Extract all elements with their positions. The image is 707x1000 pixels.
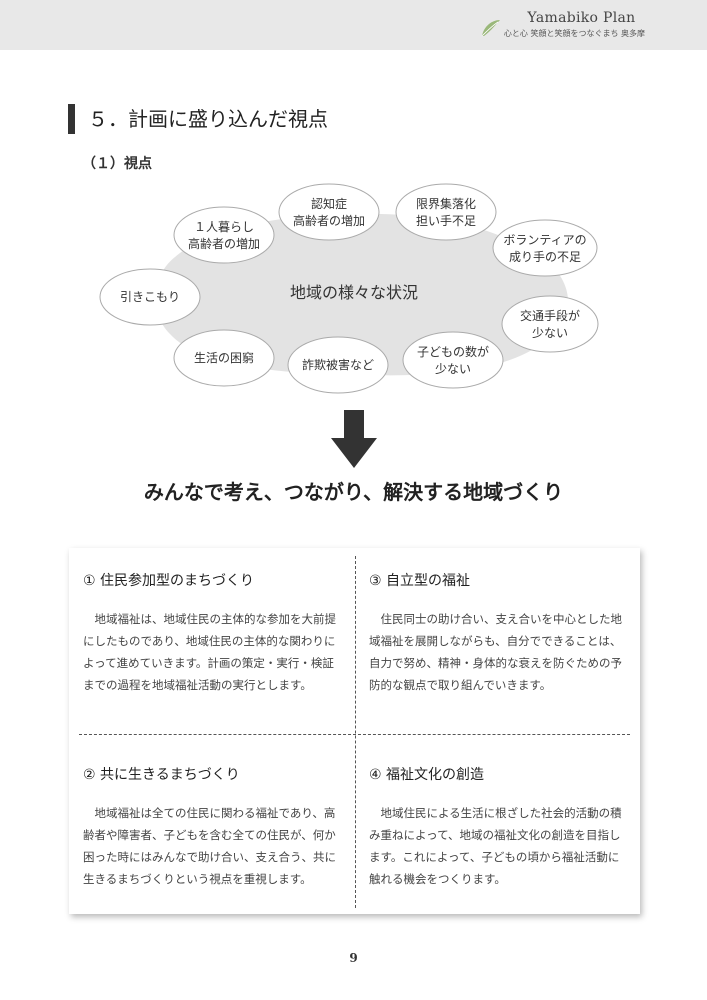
svg-text:少ない: 少ない (435, 362, 471, 376)
section-title: ５．計画に盛り込んだ視点 (88, 107, 328, 131)
svg-text:成り手の不足: 成り手の不足 (509, 250, 581, 264)
situation-diagram: 地域の様々な状況 １人暮らし 高齢者の増加 認知症 高齢者の増加 限界集落化 担… (99, 183, 599, 394)
svg-text:高齢者の増加: 高齢者の増加 (188, 236, 260, 251)
horizontal-divider (79, 734, 630, 735)
svg-text:生活の困窮: 生活の困窮 (194, 350, 254, 365)
sub-title: （１）視点 (82, 156, 152, 172)
page-number: 9 (349, 951, 358, 965)
quadrant-title: ② 共に生きるまちづくり (83, 767, 240, 783)
quadrant-body: 地域福祉は、地域住民の主体的な参加を大前提にしたものであり、地域住民の主体的な関… (83, 612, 336, 692)
header-band: Yamabiko Plan 心と心 笑顔と笑顔をつなぐまち 奥多摩 (0, 0, 707, 50)
quadrant-living-together: ② 共に生きるまちづくり 地域福祉は全ての住民に関わる福祉であり、高齢者や障害者… (83, 764, 339, 890)
svg-text:交通手段が: 交通手段が (520, 308, 580, 323)
bubble: 子どもの数が 少ない (402, 331, 504, 389)
svg-text:少ない: 少ない (532, 326, 568, 340)
viewpoints-panel: ① 住民参加型のまちづくり 地域福祉は、地域住民の主体的な参加を大前提にしたもの… (69, 548, 640, 914)
bubble: 詐欺被害など (287, 336, 389, 394)
svg-text:限界集落化: 限界集落化 (416, 196, 476, 211)
svg-text:詐欺被害など: 詐欺被害など (302, 357, 374, 372)
slogan: みんなで考え、つながり、解決する地域づくり (143, 480, 564, 504)
down-arrow-icon (331, 410, 377, 468)
svg-text:ボランティアの: ボランティアの (503, 233, 586, 247)
bubble: 交通手段が 少ない (501, 295, 599, 353)
brand-subtitle: 心と心 笑顔と笑顔をつなぐまち 奥多摩 (503, 29, 645, 38)
bubble: ボランティアの 成り手の不足 (492, 219, 598, 277)
svg-text:担い手不足: 担い手不足 (416, 214, 476, 228)
quadrant-welfare-culture: ④ 福祉文化の創造 地域住民による生活に根ざした社会的活動の積み重ねによって、地… (369, 764, 625, 890)
bubble: 認知症 高齢者の増加 (278, 183, 380, 241)
svg-text:１人暮らし: １人暮らし (194, 220, 254, 234)
leaf-icon (481, 20, 500, 37)
quadrant-body: 地域福祉は全ての住民に関わる福祉であり、高齢者や障害者、子どもを含む全ての住民が… (83, 806, 336, 886)
section-marker (68, 104, 75, 134)
quadrant-title: ① 住民参加型のまちづくり (83, 573, 255, 589)
quadrant-self-reliant-welfare: ③ 自立型の福祉 住民同士の助け合い、支え合いを中心とした地域福祉を展開しながら… (369, 570, 625, 696)
bubble: 限界集落化 担い手不足 (395, 183, 497, 241)
quadrant-resident-participation: ① 住民参加型のまちづくり 地域福祉は、地域住民の主体的な参加を大前提にしたもの… (83, 570, 339, 696)
quadrant-title: ④ 福祉文化の創造 (369, 767, 485, 783)
vertical-divider (355, 556, 356, 908)
bubble: １人暮らし 高齢者の増加 (173, 206, 275, 264)
svg-text:高齢者の増加: 高齢者の増加 (293, 213, 365, 228)
svg-text:引きこもり: 引きこもり (120, 290, 180, 304)
svg-text:認知症: 認知症 (311, 196, 347, 211)
bubble: 生活の困窮 (173, 329, 275, 387)
brand-logo: Yamabiko Plan 心と心 笑顔と笑顔をつなぐまち 奥多摩 (481, 10, 645, 39)
diagram-center-label: 地域の様々な状況 (290, 283, 418, 302)
quadrant-body: 地域住民による生活に根ざした社会的活動の積み重ねによって、地域の福祉文化の創造を… (369, 806, 622, 886)
quadrant-body: 住民同士の助け合い、支え合いを中心とした地域福祉を展開しながらも、自分でできるこ… (369, 612, 622, 692)
quadrant-title: ③ 自立型の福祉 (369, 573, 471, 589)
brand-title: Yamabiko Plan (527, 10, 636, 26)
svg-text:子どもの数が: 子どもの数が (417, 344, 489, 359)
bubble: 引きこもり (99, 268, 201, 326)
